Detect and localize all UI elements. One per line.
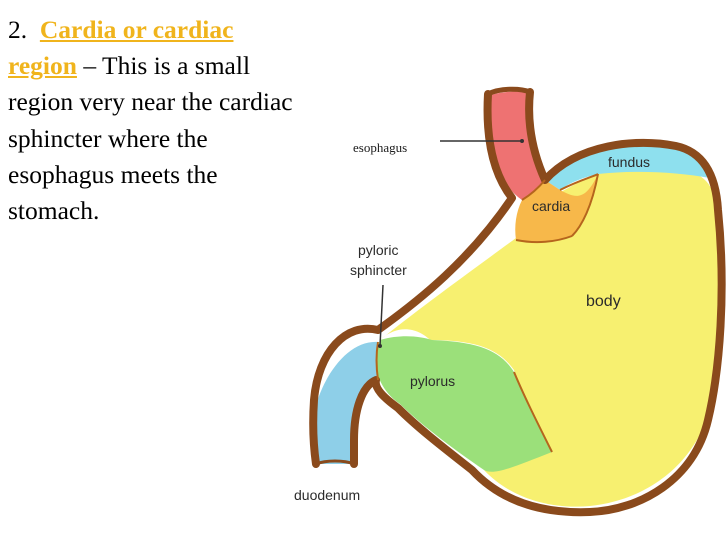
pylorus-label: pylorus	[410, 373, 455, 389]
esophagus-label: esophagus	[353, 140, 407, 155]
esophagus-leader-dot	[520, 139, 524, 143]
fundus-label: fundus	[608, 154, 650, 170]
pyloric-leader-dot	[378, 344, 382, 348]
duodenum-label: duodenum	[294, 487, 360, 503]
pyloric-label-line1: pyloric	[358, 242, 398, 258]
body-label: body	[586, 293, 621, 310]
cardia-label: cardia	[532, 198, 570, 214]
pyloric-label-line2: sphincter	[350, 262, 407, 278]
pyloric-sphincter-leader	[380, 285, 383, 346]
